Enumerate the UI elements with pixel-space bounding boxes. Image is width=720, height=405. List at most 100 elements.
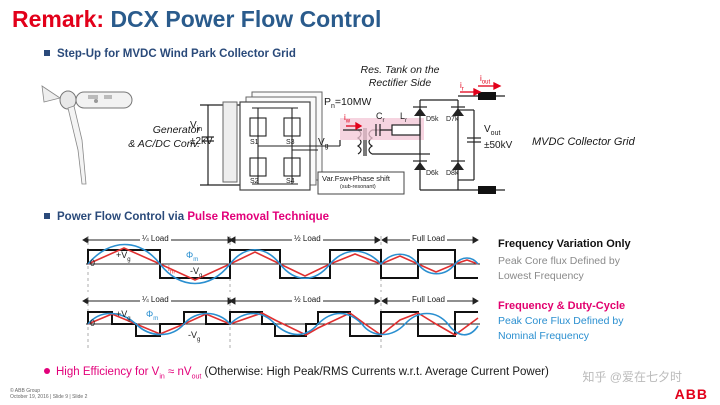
top-half-load: ½ Load xyxy=(292,234,323,243)
vout-symbol: V xyxy=(484,124,491,135)
vin-label: Vin ±2kV xyxy=(190,120,213,148)
efficiency-highlight: High Efficiency for V xyxy=(56,366,160,378)
legend-top-line2: Lowest Frequency xyxy=(498,270,584,282)
flux-sine-wave-bottom xyxy=(87,312,479,336)
top-im-label: im xyxy=(168,264,175,276)
top-vg-neg-text: -V xyxy=(190,266,199,276)
legend-bottom-text: Peak Core Flux Defined by Nominal Freque… xyxy=(498,314,623,344)
lr-label: Lr xyxy=(400,111,407,124)
vout-value: ±50kV xyxy=(484,140,513,151)
footer-line1: © ABB Group xyxy=(10,388,41,394)
control-line1: Var.Fsw+Phase shift xyxy=(322,174,391,183)
bottom-vg-pos-sub: g xyxy=(127,315,131,322)
iout-symbol: i xyxy=(480,74,482,83)
bottom-vg-neg-text: -V xyxy=(188,330,197,340)
vg-square-wave xyxy=(87,249,478,279)
bullet-power-flow: Power Flow Control via Pulse Removal Tec… xyxy=(44,211,329,223)
slide-footer: © ABB Group October 19, 2016 | Slide 9 |… xyxy=(10,388,87,400)
iw-label: iw xyxy=(344,113,350,125)
title-text: DCX Power Flow Control xyxy=(110,6,382,32)
bullet-square-icon xyxy=(44,213,50,219)
d7k-label: D7k xyxy=(446,116,459,123)
top-vg-neg-sub: g xyxy=(199,272,203,279)
top-zero-label: 0 xyxy=(90,258,96,268)
generator-label-line1: Generator xyxy=(152,124,200,136)
bullet-step-up-text: Step-Up for MVDC Wind Park Collector Gri… xyxy=(57,48,296,60)
bottom-phi-label: Φm xyxy=(146,309,158,322)
legend-bottom-line2: Nominal Frequency xyxy=(498,330,590,342)
output-inductor-top xyxy=(478,92,496,100)
dcx-circuit-diagram xyxy=(200,81,505,195)
page-title: Remark: DCX Power Flow Control xyxy=(12,6,381,33)
vg-label: Vg xyxy=(318,137,329,150)
res-tank-line2: Rectifier Side xyxy=(368,77,432,89)
efficiency-vin-sub: in xyxy=(159,373,165,381)
control-box xyxy=(317,171,405,195)
bottom-full-load: Full Load xyxy=(410,295,447,304)
vin-value: ±2kV xyxy=(190,136,213,147)
vin-symbol: V xyxy=(190,120,197,131)
d6k-label: D6k xyxy=(426,170,439,177)
flux-sine-wave xyxy=(87,243,479,285)
waveform-top xyxy=(82,236,480,292)
iout-subscript: out xyxy=(481,79,491,86)
top-phi-label: Φm xyxy=(186,250,198,263)
bottom-half-load: ½ Load xyxy=(292,295,323,304)
bottom-phi-sub: m xyxy=(153,315,159,322)
d5k-label: D5k xyxy=(426,116,439,123)
legend-bottom-line1: Peak Core Flux Defined by xyxy=(498,315,624,327)
efficiency-vout-sub: out xyxy=(191,373,202,381)
iout-label: iout xyxy=(480,74,490,86)
top-vg-pos-label: +Vg xyxy=(116,250,131,263)
wind-turbine-icon xyxy=(41,85,133,185)
pn-value: =10MW xyxy=(334,96,372,108)
bottom-phi-text: Φ xyxy=(146,309,154,319)
vg-subscript: g xyxy=(324,143,329,150)
vg-symbol: V xyxy=(318,137,325,148)
efficiency-approx: ≈ nV xyxy=(164,366,192,378)
efficiency-note: High Efficiency for Vin ≈ nVout (Otherwi… xyxy=(44,366,549,380)
bottom-vg-neg-sub: g xyxy=(197,336,201,343)
legend-bottom-title: Frequency & Duty-Cycle xyxy=(498,300,626,312)
s3-label: S3 xyxy=(286,139,295,146)
efficiency-rest: (Otherwise: High Peak/RMS Currents w.r.t… xyxy=(201,366,549,378)
ir-label: ir xyxy=(460,81,464,93)
bullet-dot-icon xyxy=(44,368,50,374)
watermark: 知乎 @爱在七夕时 xyxy=(582,370,682,384)
footer-line2: October 19, 2016 | Slide 9 | Slide 2 xyxy=(10,394,88,400)
ir-symbol: i xyxy=(460,81,462,90)
d8k-label: D8k xyxy=(446,170,459,177)
generator-label-line2: & AC/DC Conv. xyxy=(128,138,200,150)
iw-symbol: i xyxy=(344,113,346,122)
bottom-vg-pos-label: +Vg xyxy=(116,309,131,322)
output-inductor-bottom xyxy=(478,186,496,194)
legend-top-text: Peak Core flux Defined by Lowest Frequen… xyxy=(498,254,620,284)
bottom-zero-label: 0 xyxy=(90,318,96,328)
bullet-square-icon xyxy=(44,50,50,56)
top-phi-text: Φ xyxy=(186,250,194,260)
legend-top-line1: Peak Core flux Defined by xyxy=(498,255,620,267)
top-vg-pos-sub: g xyxy=(127,256,131,263)
waveform-diagrams xyxy=(82,236,480,350)
abb-logo: ABB xyxy=(674,386,708,402)
vin-subscript: in xyxy=(196,126,203,133)
s1-label: S1 xyxy=(250,139,259,146)
top-vg-neg-label: -Vg xyxy=(190,266,202,279)
lr-symbol: L xyxy=(400,111,406,121)
top-full-load: Full Load xyxy=(410,234,447,243)
bottom-vg-neg-label: -Vg xyxy=(188,330,200,343)
control-line2: (sub-resonant) xyxy=(340,184,376,190)
legend-top-title: Frequency Variation Only xyxy=(498,238,631,250)
cr-subscript: r xyxy=(382,117,385,124)
ir-subscript: r xyxy=(461,86,464,93)
pn-symbol: P xyxy=(324,96,332,108)
top-im-sub: m xyxy=(169,269,175,276)
control-box-label: Var.Fsw+Phase shift (sub-resonant) xyxy=(322,174,390,192)
pn-subscript: n xyxy=(331,103,335,111)
top-phi-sub: m xyxy=(193,256,199,263)
bottom-vg-pos-text: +V xyxy=(116,309,128,319)
res-tank-label: Res. Tank on the Rectifier Side xyxy=(355,64,445,90)
bullet-power-flow-highlight: Pulse Removal Technique xyxy=(187,211,330,223)
s2-label: S2 xyxy=(250,178,259,185)
cr-symbol: C xyxy=(376,111,383,121)
